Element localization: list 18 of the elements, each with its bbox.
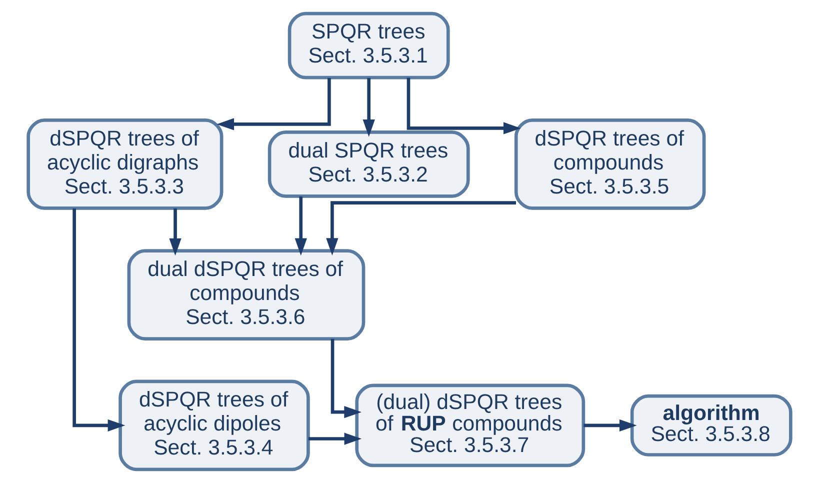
- node-box: dSPQR trees of acyclic digraphs Sect. 3.5.3.3: [26, 118, 224, 210]
- arrow: [216, 78, 331, 130]
- node-box: algorithm Sect. 3.5.3.8: [630, 394, 792, 456]
- arrow: [326, 201, 516, 256]
- node-box: SPQR trees Sect. 3.5.3.1: [288, 12, 450, 80]
- arrow: [330, 338, 362, 418]
- arrow: [72, 208, 126, 432]
- node-box: dual SPQR trees Sect. 3.5.3.2: [268, 130, 470, 198]
- arrow: [308, 432, 362, 445]
- arrow: [584, 419, 637, 432]
- node-box: dSPQR trees of acyclic dipoles Sect. 3.5.3.4: [118, 380, 310, 472]
- node-box: dSPQR trees of compounds Sect. 3.5.3.5: [514, 118, 706, 210]
- arrow: [294, 196, 307, 256]
- arrow: [406, 78, 521, 134]
- arrow: [362, 78, 375, 137]
- arrow: [169, 208, 182, 256]
- node-box: (dual) dSPQR trees of RUP compounds Sect. 3.5.3.7: [355, 384, 586, 468]
- node-box: dual dSPQR trees of compounds Sect. 3.5.3.6: [127, 249, 366, 340]
